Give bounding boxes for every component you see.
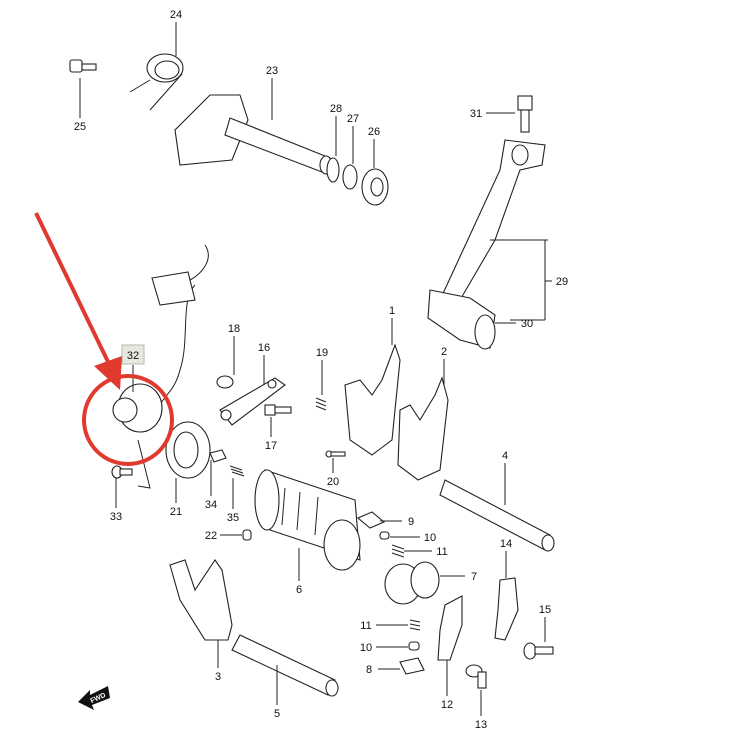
- callout-25: 25: [74, 121, 86, 133]
- callout-26: 26: [368, 126, 380, 138]
- callout-2: 2: [441, 346, 447, 358]
- callout-14: 14: [500, 538, 512, 550]
- callout-6: 6: [296, 584, 302, 596]
- highlight-circle: [82, 374, 174, 466]
- part-34-pin: [209, 449, 227, 463]
- callout-3: 3: [215, 671, 221, 683]
- fwd-direction-badge: FWD: [78, 686, 110, 710]
- callout-13: 13: [475, 719, 487, 731]
- red-annotation: [34, 212, 174, 466]
- callout-21: 21: [170, 506, 182, 518]
- part-10-pin: [379, 531, 390, 540]
- highlight-label-box: [121, 344, 145, 365]
- part-30-rubber: [427, 289, 496, 350]
- part-4-fork-shaft: [439, 479, 551, 551]
- callout-34: 34: [205, 499, 217, 511]
- part-33-screw: [111, 465, 133, 479]
- leader-lines: [79, 22, 552, 716]
- callout-15: 15: [539, 604, 551, 616]
- part-31-bolt: [517, 95, 533, 133]
- part-29-shift-lever: [439, 139, 546, 301]
- part-24-spring: [129, 53, 184, 111]
- callout-27: 27: [347, 113, 359, 125]
- callout-1: 1: [389, 305, 395, 317]
- callout-11: 11: [436, 546, 447, 558]
- part-6-gearshift-cam: [254, 469, 361, 571]
- part-1-shift-fork: [344, 343, 401, 456]
- callout-5: 5: [274, 708, 280, 720]
- part-2-shift-fork: [397, 376, 449, 481]
- callout-19: 19: [316, 347, 328, 359]
- arrow-shaft: [34, 212, 114, 371]
- part-17-bolt: [264, 404, 292, 416]
- callout-10-lower: 10: [360, 642, 372, 654]
- part-25-bolt: [69, 59, 97, 73]
- callout-17: 17: [265, 440, 277, 452]
- part-19-spring: [315, 397, 327, 411]
- callout-31: 31: [470, 108, 482, 120]
- callout-8: 8: [366, 664, 372, 676]
- part-20-pin: [325, 450, 346, 458]
- part-18-washer: [216, 375, 234, 389]
- callout-35: 35: [227, 512, 239, 524]
- fwd-label: FWD: [90, 692, 107, 705]
- callout-18: 18: [228, 323, 240, 335]
- callout-24: 24: [170, 9, 182, 21]
- callout-labels: 24 25 23 28 27 26 31 29 30 18 16 19 1 2 …: [74, 9, 568, 731]
- part-13-screw: [465, 664, 487, 689]
- part-35-spring: [229, 465, 245, 477]
- callout-29: 29: [556, 276, 568, 288]
- part-9-pawl: [356, 511, 386, 529]
- part-8-pawl: [399, 657, 425, 675]
- part-12-plate: [437, 595, 463, 661]
- part-3-shift-fork: [169, 559, 233, 641]
- callout-22: 22: [205, 530, 217, 542]
- part-shapes: [69, 53, 555, 697]
- callout-28: 28: [330, 103, 342, 115]
- part-10-pin-lower: [408, 641, 420, 651]
- callout-23: 23: [266, 65, 278, 77]
- part-26-bearing: [361, 168, 389, 206]
- part-23-shaft: [174, 94, 333, 175]
- part-15-screw: [523, 642, 554, 660]
- callout-4: 4: [502, 450, 508, 462]
- part-21-cam-stopper-plate: [165, 421, 211, 479]
- callout-20: 20: [327, 476, 339, 488]
- part-32-gear-position-sensor: [112, 244, 209, 489]
- part-14-plate: [494, 577, 519, 641]
- callout-9: 9: [408, 516, 414, 528]
- callout-30: 30: [521, 318, 533, 330]
- callout-16: 16: [258, 342, 270, 354]
- part-28-circlip: [326, 157, 340, 183]
- callout-10: 10: [424, 532, 436, 544]
- part-27-washer: [342, 164, 358, 190]
- callout-33: 33: [110, 511, 122, 523]
- callout-32: 32: [127, 350, 139, 362]
- part-16-cam-stopper: [219, 377, 286, 426]
- part-7-cam-driven-gear: [384, 561, 440, 605]
- callout-12: 12: [441, 699, 453, 711]
- callout-11-lower: 11: [360, 620, 371, 632]
- callout-7: 7: [471, 571, 477, 583]
- part-11-spring-lower: [409, 619, 421, 631]
- arrow-head-icon: [94, 356, 122, 390]
- part-11-spring: [391, 544, 405, 558]
- part-22-pin: [242, 529, 252, 541]
- part-5-fork-shaft: [231, 634, 339, 697]
